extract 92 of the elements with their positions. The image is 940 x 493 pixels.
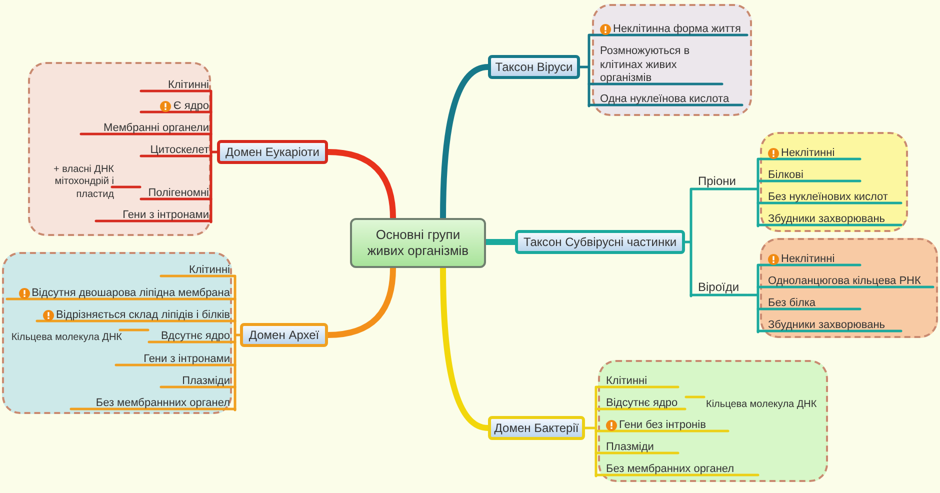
connector-line bbox=[588, 104, 744, 106]
topic-text: Гени з інтронами bbox=[144, 353, 230, 368]
topic-text: Відсутнє ядро bbox=[606, 397, 678, 412]
topic-text: Без білка bbox=[768, 297, 816, 312]
connector-trunk bbox=[684, 188, 692, 298]
branch-connector bbox=[483, 239, 518, 245]
connector-line bbox=[594, 474, 760, 476]
topic-text: Віроїди bbox=[698, 280, 740, 296]
connector-line bbox=[94, 220, 212, 222]
connector-line bbox=[588, 82, 724, 86]
connector-line bbox=[148, 340, 236, 344]
topic-box: Домен Бактерії bbox=[488, 416, 585, 440]
topic-text: Неклітинна форма життя bbox=[613, 23, 741, 38]
topic-text: Кільцева молекула ДНК bbox=[11, 332, 122, 344]
topic-text: Неклітинні bbox=[781, 147, 835, 162]
topic-text: Кільцева молекула ДНК bbox=[706, 398, 817, 412]
topic-text: Мембранні органели bbox=[103, 122, 209, 136]
cloud-boundary bbox=[760, 132, 908, 232]
connector-line bbox=[756, 286, 934, 288]
topic-text: Білкові bbox=[768, 169, 804, 184]
cloud-boundary bbox=[598, 360, 828, 482]
connector-trunk bbox=[746, 158, 760, 228]
connector-trunk bbox=[210, 90, 218, 224]
connector-line bbox=[36, 320, 236, 322]
connector-line bbox=[756, 264, 862, 266]
connector-trunk bbox=[578, 34, 590, 108]
connector-line bbox=[140, 198, 212, 200]
cloud-boundary bbox=[28, 62, 211, 236]
topic-text: Без мембраннних органел bbox=[96, 397, 230, 412]
topic-text: Клітинні bbox=[606, 375, 648, 390]
topic-box: Домен Археї bbox=[240, 323, 328, 347]
topic-box: Домен Еукаріоти bbox=[217, 140, 328, 164]
connector-line bbox=[160, 386, 236, 388]
connector-line bbox=[756, 180, 862, 182]
connector-line bbox=[684, 396, 706, 398]
topic-box: Таксон Субвірусні частинки bbox=[515, 230, 685, 254]
branch-connector bbox=[440, 265, 491, 431]
connector-line bbox=[756, 202, 902, 204]
topic-box: Таксон Віруси bbox=[488, 55, 580, 79]
connector-line bbox=[756, 224, 902, 226]
connector-line bbox=[118, 328, 150, 332]
connector-line bbox=[756, 308, 862, 310]
topic-text: Гени з інтронами bbox=[122, 209, 209, 224]
connector-trunk bbox=[234, 276, 242, 412]
cloud-boundary bbox=[592, 4, 752, 116]
connector-line bbox=[160, 274, 236, 278]
central-topic-box: Основні групи живих організмів bbox=[350, 218, 486, 268]
topic-text: Клітинні bbox=[168, 79, 209, 94]
topic-text: Полігеномні bbox=[148, 187, 209, 202]
branch-connector bbox=[440, 64, 491, 221]
connector-line bbox=[110, 186, 142, 188]
branch-connector bbox=[325, 265, 396, 338]
connector-line bbox=[594, 386, 680, 388]
connector-line bbox=[114, 364, 236, 366]
connector-line bbox=[594, 408, 686, 410]
topic-text: Відрізняється склад ліпідів і білків bbox=[56, 309, 230, 324]
connector-line bbox=[594, 452, 680, 454]
connector-line bbox=[756, 330, 902, 332]
connector-line bbox=[756, 158, 862, 160]
topic-text: Збудники захворювань bbox=[768, 213, 885, 228]
branch-connector bbox=[325, 149, 396, 221]
topic-text: Плазміди bbox=[606, 441, 654, 456]
connector-line bbox=[690, 294, 748, 296]
topic-text: Неклітинні bbox=[781, 253, 835, 268]
connector-line bbox=[140, 154, 212, 158]
connector-line bbox=[140, 90, 212, 92]
connector-trunk bbox=[746, 264, 760, 334]
connector-line bbox=[594, 430, 730, 432]
topic-text: Розмножуються в клітинах живих організмів bbox=[600, 44, 691, 86]
topic-text: Вдсутнє ядро bbox=[160, 330, 230, 344]
topic-text: Є ядро bbox=[173, 100, 209, 114]
topic-text: Одноланцюгова кільцева РНК bbox=[768, 275, 921, 290]
topic-text: Без нуклеїнових кислот bbox=[768, 191, 888, 206]
cloud-boundary bbox=[2, 252, 232, 414]
connector-line bbox=[140, 110, 212, 114]
topic-text: Гени без інтронів bbox=[619, 419, 706, 434]
connector-trunk bbox=[584, 386, 598, 478]
topic-text: Збудники захворювань bbox=[768, 319, 885, 334]
topic-text: Плазміди bbox=[182, 375, 230, 390]
connector-line bbox=[690, 188, 748, 190]
cloud-boundary bbox=[760, 238, 938, 338]
topic-text: + власні ДНК мітохондрій і пластид bbox=[52, 164, 114, 202]
topic-text: Пріони bbox=[698, 174, 736, 190]
connector-line bbox=[588, 34, 748, 36]
topic-text: Без мембранних органел bbox=[606, 463, 734, 478]
topic-text: Цитоскелет bbox=[150, 144, 209, 158]
topic-text: Клітинні bbox=[188, 264, 230, 278]
topic-text: Одна нуклеїнова кислота bbox=[600, 93, 730, 108]
connector-line bbox=[80, 132, 212, 136]
connector-line bbox=[6, 298, 236, 300]
topic-text: Відсутня двошарова ліпідна мембрана bbox=[32, 287, 230, 302]
connector-line bbox=[70, 408, 236, 410]
